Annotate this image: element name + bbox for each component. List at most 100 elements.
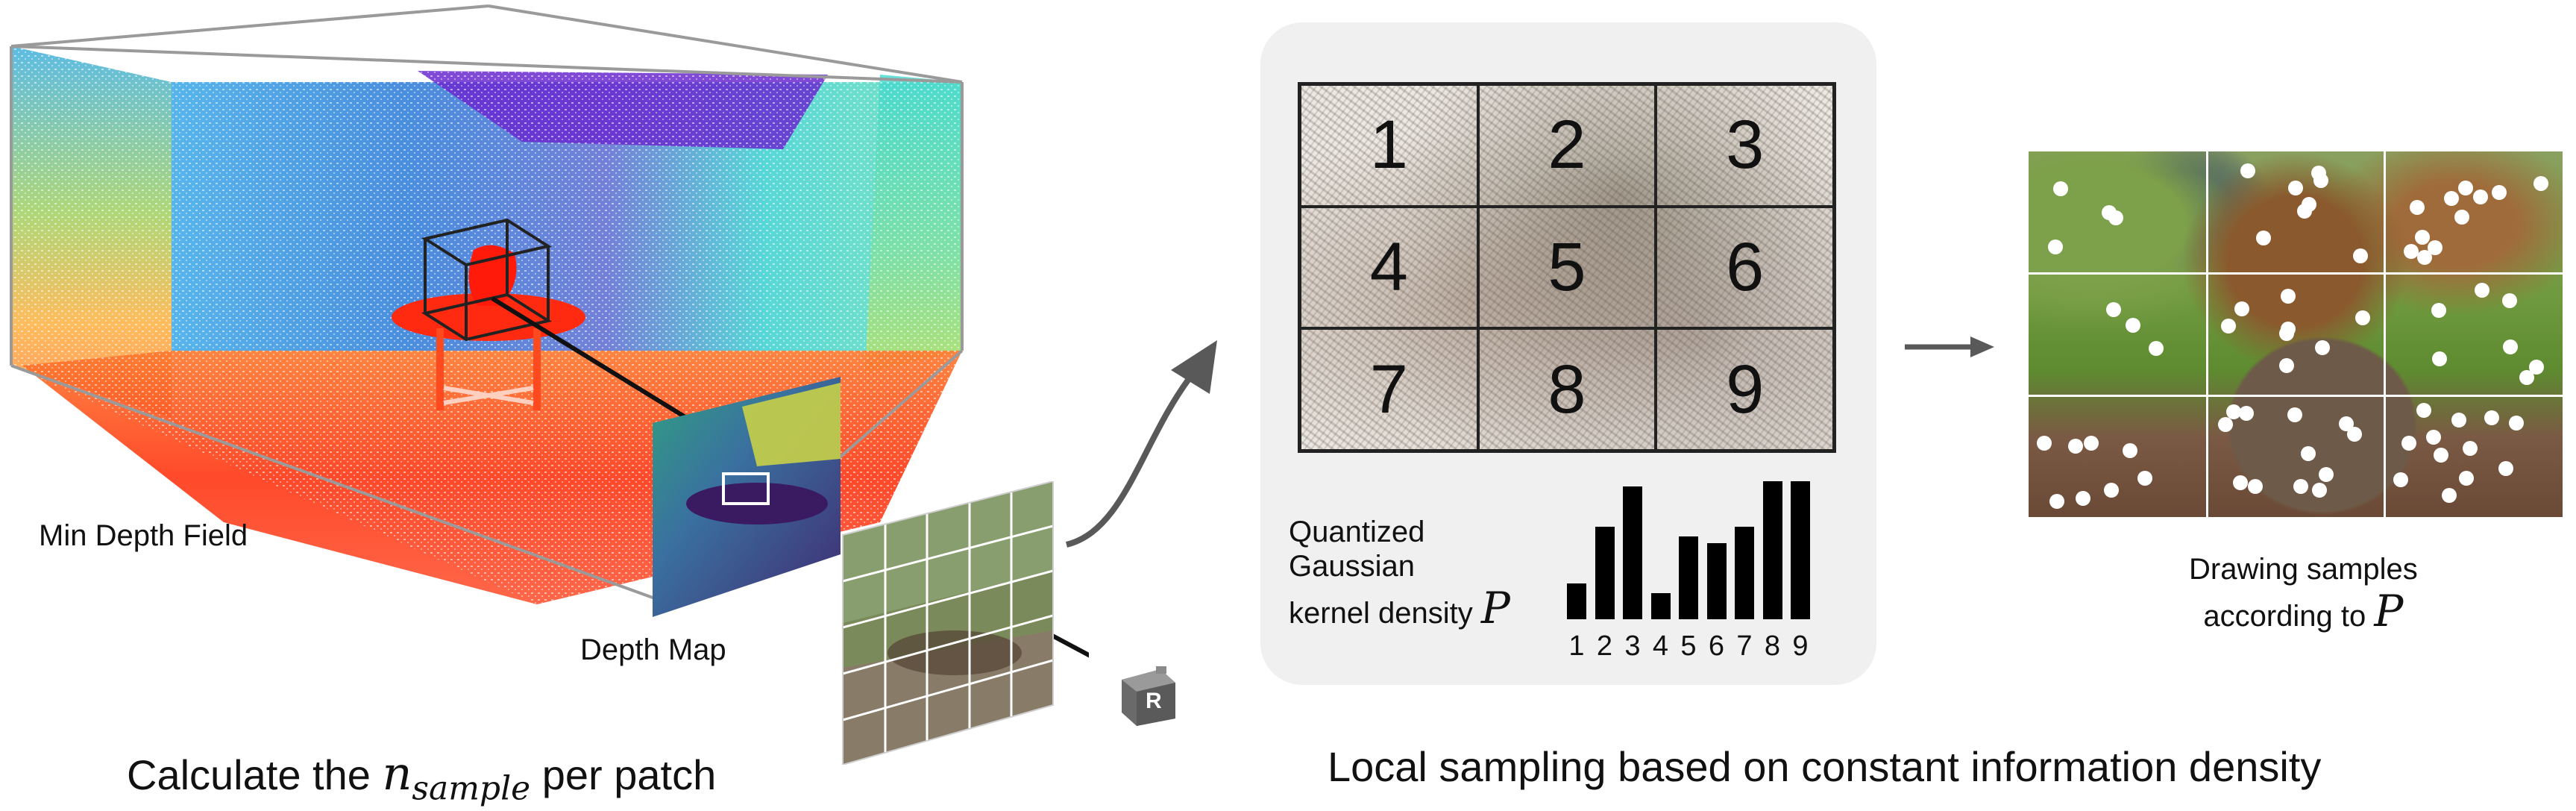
grid-cell-8: 8 bbox=[1477, 328, 1656, 451]
sampling-label: Drawing samples according to P bbox=[2189, 552, 2418, 636]
sample-point bbox=[2047, 239, 2063, 255]
sample-point bbox=[2451, 413, 2467, 428]
sample-point bbox=[2137, 470, 2153, 486]
depth-map-label: Depth Map bbox=[580, 633, 726, 666]
sample-point bbox=[2287, 180, 2303, 195]
sampled-photo bbox=[2029, 151, 2563, 517]
sample-point bbox=[2491, 184, 2507, 200]
sample-point bbox=[2442, 488, 2457, 504]
sample-point bbox=[2355, 310, 2371, 326]
sample-point bbox=[2433, 447, 2448, 463]
sample-point bbox=[2529, 360, 2545, 375]
kde-label: Quantized Gaussian kernel density P bbox=[1289, 515, 1510, 633]
bar-label-4: 4 bbox=[1652, 630, 1669, 662]
camera-icon: R bbox=[1117, 666, 1178, 727]
sample-point bbox=[2459, 470, 2474, 486]
sample-point bbox=[2473, 189, 2488, 204]
camera-badge: R bbox=[1146, 689, 1162, 713]
left-caption-prefix: Calculate the bbox=[127, 751, 383, 798]
sample-point bbox=[2502, 339, 2518, 355]
sample-point bbox=[2293, 479, 2309, 495]
sample-point bbox=[2240, 163, 2255, 179]
sample-point bbox=[2105, 302, 2121, 318]
sample-point bbox=[2519, 369, 2534, 385]
sample-point bbox=[2426, 430, 2442, 445]
bar-label-6: 6 bbox=[1708, 630, 1725, 662]
kde-symbol: P bbox=[1480, 583, 1510, 633]
sample-point bbox=[2103, 483, 2119, 498]
depth-map-image bbox=[653, 377, 841, 617]
bar-label-8: 8 bbox=[1764, 630, 1781, 662]
sample-point bbox=[2287, 407, 2302, 423]
density-bar-chart bbox=[1565, 481, 1832, 619]
sample-point bbox=[2457, 180, 2473, 195]
sample-point bbox=[2278, 357, 2294, 373]
left-caption-suffix: per patch bbox=[530, 751, 717, 798]
sample-point bbox=[2125, 317, 2140, 333]
sample-point bbox=[2501, 292, 2517, 308]
sample-point bbox=[2067, 439, 2083, 454]
sample-point bbox=[2498, 461, 2513, 477]
sample-point bbox=[2393, 472, 2408, 487]
grid-cell-4: 4 bbox=[1300, 206, 1478, 329]
sample-point bbox=[2301, 445, 2316, 461]
sample-point bbox=[2234, 301, 2249, 316]
sample-point bbox=[2417, 249, 2433, 265]
sample-point bbox=[2314, 340, 2330, 356]
density-bar-1 bbox=[1567, 583, 1586, 619]
kde-label-line2: Gaussian bbox=[1289, 550, 1415, 583]
density-bar-7 bbox=[1735, 527, 1754, 619]
sampling-label-line2: according to P bbox=[2203, 586, 2404, 636]
sample-point bbox=[2319, 466, 2334, 482]
sample-point bbox=[2474, 283, 2489, 298]
sample-point bbox=[2444, 191, 2460, 207]
straight-arrow bbox=[1905, 336, 1994, 357]
photo-grid-hline bbox=[2029, 394, 2563, 397]
sample-point bbox=[2217, 416, 2233, 432]
density-bar-9 bbox=[1791, 481, 1810, 619]
sample-point bbox=[2281, 321, 2296, 336]
sample-point bbox=[2346, 427, 2362, 442]
sample-point bbox=[2401, 435, 2417, 451]
sample-point bbox=[2431, 302, 2446, 318]
photo-grid-vline bbox=[2384, 151, 2387, 517]
photo-grid-hline bbox=[2029, 272, 2563, 275]
sample-point bbox=[2404, 244, 2419, 260]
sample-point bbox=[2313, 173, 2329, 189]
sample-point bbox=[2414, 230, 2430, 245]
sample-point bbox=[2454, 209, 2469, 225]
sampling-label-line1: Drawing samples bbox=[2189, 553, 2418, 586]
sample-point bbox=[2084, 435, 2099, 451]
sample-point bbox=[2248, 479, 2264, 495]
sample-point bbox=[2075, 490, 2090, 506]
sample-point bbox=[2427, 240, 2443, 256]
sample-point bbox=[2432, 351, 2448, 366]
sample-point bbox=[2533, 176, 2549, 192]
sampling-symbol: P bbox=[2374, 586, 2404, 636]
sample-point bbox=[2353, 248, 2369, 263]
density-bar-6 bbox=[1706, 543, 1727, 619]
sample-point bbox=[2256, 231, 2272, 246]
bar-label-2: 2 bbox=[1596, 630, 1613, 662]
bar-label-7: 7 bbox=[1736, 630, 1753, 662]
density-bar-8 bbox=[1762, 481, 1782, 619]
sample-point bbox=[2410, 199, 2425, 215]
sample-point bbox=[2037, 436, 2052, 451]
patch-cube bbox=[421, 218, 553, 342]
kde-label-line1: Quantized bbox=[1289, 516, 1425, 548]
middle-caption: Local sampling based on constant informa… bbox=[1328, 743, 2322, 790]
density-bar-5 bbox=[1679, 536, 1698, 619]
bar-label-9: 9 bbox=[1792, 630, 1809, 662]
density-bar-4 bbox=[1650, 592, 1671, 619]
bar-label-3: 3 bbox=[1624, 630, 1641, 662]
sample-point bbox=[2484, 410, 2500, 426]
grid-cell-5: 5 bbox=[1477, 206, 1656, 329]
min-depth-field-label: Min Depth Field bbox=[39, 519, 248, 552]
sample-point bbox=[2049, 493, 2064, 509]
sample-point bbox=[2052, 181, 2068, 197]
sample-point bbox=[2416, 402, 2432, 418]
sample-point bbox=[2239, 406, 2255, 422]
sample-point bbox=[2123, 443, 2138, 459]
rgb-patch-image bbox=[842, 481, 1054, 765]
density-bar-3 bbox=[1623, 486, 1642, 619]
